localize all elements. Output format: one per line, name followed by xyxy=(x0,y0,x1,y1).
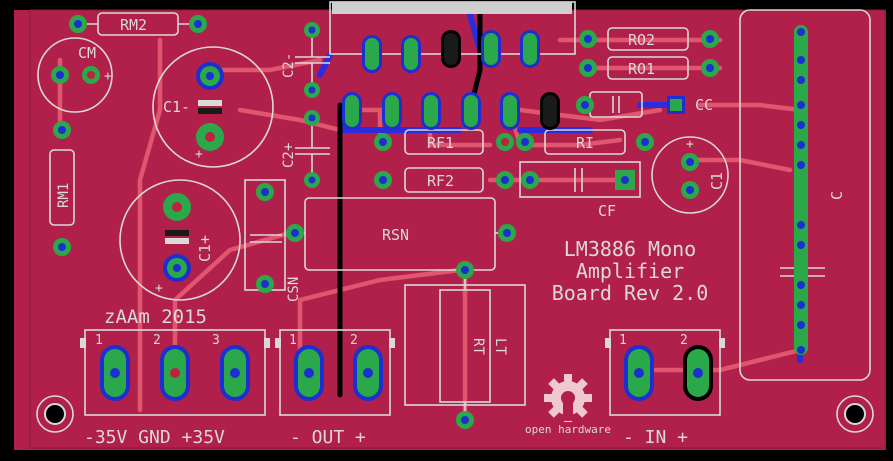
label-c2-top: C2- xyxy=(281,53,297,78)
label-c1-right: C1 xyxy=(708,172,726,190)
power-pin-3: 3 xyxy=(212,333,220,348)
power-pin-1: 1 xyxy=(95,333,103,348)
output-pin-1: 1 xyxy=(289,333,297,348)
label-rm2: RM2 xyxy=(120,16,147,34)
label-c1-top: C1- xyxy=(163,98,190,116)
credit-text: zAAm 2015 xyxy=(104,306,207,328)
label-ro2: RO2 xyxy=(628,31,655,49)
label-cm: CM xyxy=(78,44,96,62)
output-connector-label: - OUT + xyxy=(290,427,366,448)
label-c1-lower: C1+ xyxy=(196,235,214,262)
input-pin-1: 1 xyxy=(619,333,627,348)
label-plus-cm: + xyxy=(104,69,112,84)
label-cf: CF xyxy=(598,202,616,220)
pads xyxy=(44,15,866,429)
label-rf2: RF2 xyxy=(427,172,454,190)
title-line-2: Amplifier xyxy=(576,259,684,283)
label-c-right: C xyxy=(828,191,846,200)
board-substrate xyxy=(14,10,886,450)
open-hardware-gear-icon xyxy=(544,374,592,422)
board-title: LM3886 Mono Amplifier Board Rev 2.0 zAAm… xyxy=(104,237,708,328)
label-cc: CC xyxy=(695,96,713,114)
label-csn: CSN xyxy=(286,277,302,302)
power-pin-2: 2 xyxy=(153,333,161,348)
label-plus-c1-right: + xyxy=(686,137,694,152)
label-plus-c1-lower: + xyxy=(155,281,163,296)
label-rf1: RF1 xyxy=(427,134,454,152)
label-rt: RT xyxy=(470,338,486,355)
title-line-1: LM3886 Mono xyxy=(564,237,696,261)
label-rsn: RSN xyxy=(382,226,409,244)
label-ro1: RO1 xyxy=(628,60,655,78)
output-pin-2: 2 xyxy=(350,333,358,348)
power-connector-label: -35V GND +35V xyxy=(84,427,225,448)
title-line-3: Board Rev 2.0 xyxy=(552,281,709,305)
label-lt: LT xyxy=(492,338,508,355)
input-pin-2: 2 xyxy=(680,333,688,348)
label-plus-c1-top: + xyxy=(195,147,203,162)
label-c2-bot: C2+ xyxy=(281,143,297,168)
open-hardware-text: open hardware xyxy=(525,423,611,436)
label-ri: RI xyxy=(576,134,594,152)
connector-labels: -35V GND +35V - OUT + - IN + open hardwa… xyxy=(84,423,688,448)
label-rm1: RM1 xyxy=(56,183,72,208)
input-connector-label: - IN + xyxy=(623,427,688,448)
connector-pin-numbers: 1 2 3 1 2 1 2 xyxy=(95,333,688,348)
silkscreen xyxy=(36,1,874,433)
component-labels: RM2 CM + C1- + C2- C2+ RM1 RO2 RO1 CC RF… xyxy=(56,16,846,355)
